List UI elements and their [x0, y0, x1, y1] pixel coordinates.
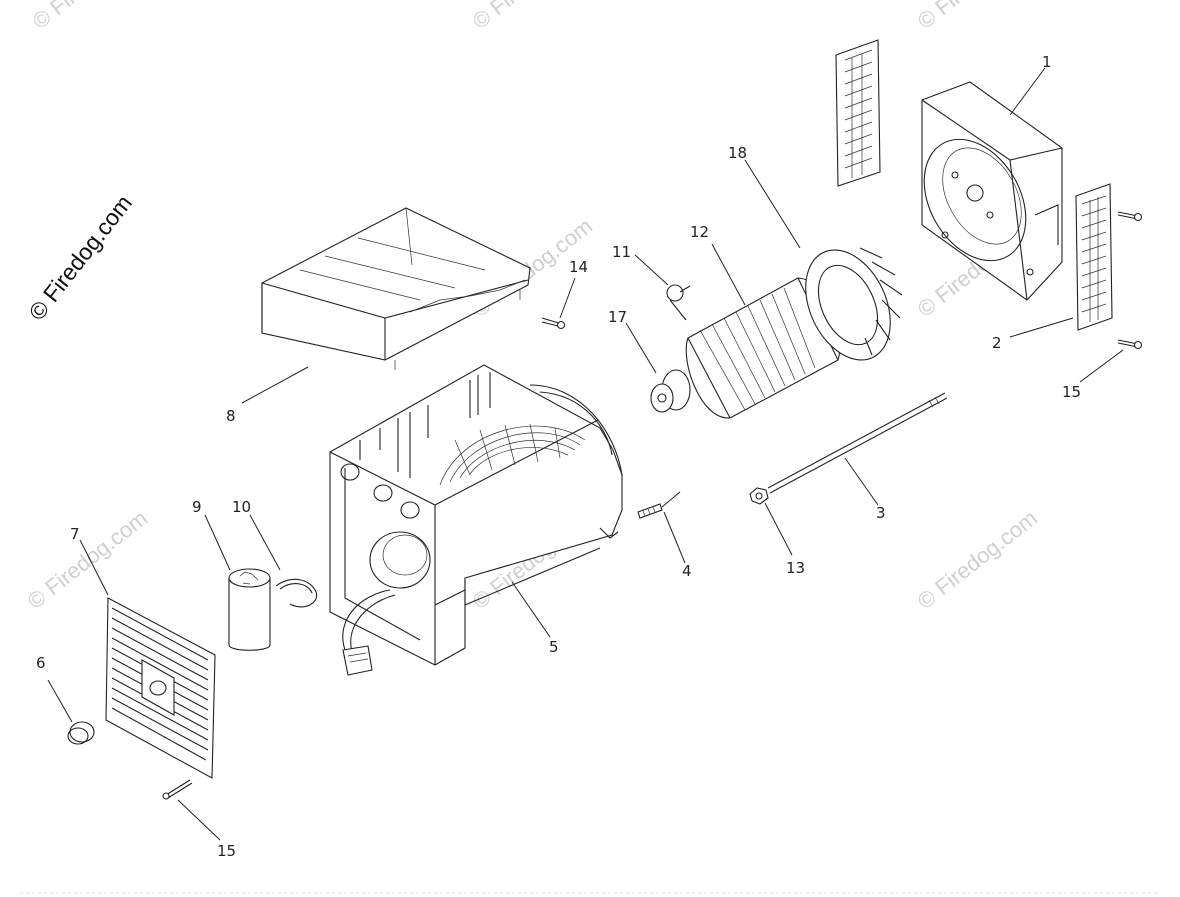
- callout-15-upper: 15: [1062, 383, 1081, 401]
- part-15-screw-lower: [162, 779, 193, 800]
- part-2-cover-plate: [1075, 183, 1113, 331]
- callout-18: 18: [728, 144, 747, 162]
- callout-leaders: [47, 67, 1124, 841]
- watermark-faint: © Firedog.com: [28, 0, 157, 34]
- callout-5: 5: [549, 638, 559, 656]
- callout-17: 17: [608, 308, 627, 326]
- callout-14: 14: [569, 258, 588, 276]
- watermark-faint: © Firedog.com: [913, 505, 1042, 614]
- callout-7: 7: [70, 525, 80, 543]
- watermark-faint: © Firedog.com: [913, 0, 1042, 34]
- part-15-screw-upper: [1117, 211, 1143, 350]
- callout-4: 4: [682, 562, 692, 580]
- callout-13: 13: [786, 559, 805, 577]
- part-18-fan: [805, 247, 903, 361]
- callout-2: 2: [992, 334, 1002, 352]
- cover-plate-upper: [835, 39, 881, 187]
- callout-15-lower: 15: [217, 842, 236, 860]
- callout-11: 11: [612, 243, 631, 261]
- part-5-generator-housing: [329, 364, 623, 676]
- callout-9: 9: [192, 498, 202, 516]
- part-9-capacitor: [228, 568, 271, 651]
- part-14-screw: [541, 317, 566, 330]
- part-6-plug: [67, 721, 95, 745]
- part-13-nut: [749, 487, 769, 505]
- part-3-through-bolt: [767, 392, 948, 494]
- callout-6: 6: [36, 654, 46, 672]
- callout-8: 8: [226, 407, 236, 425]
- callout-10: 10: [232, 498, 251, 516]
- part-10-clip: [275, 578, 318, 608]
- brand-watermark: © Firedog.com: [23, 190, 137, 325]
- part-7-end-grille: [105, 597, 216, 779]
- part-11-terminal: [666, 284, 691, 321]
- watermark-faint: © Firedog.com: [468, 0, 597, 34]
- callout-numbers: 1 2 3 4 5 6 7 8 9 10 11 12 13 14 15 15 1…: [36, 53, 1081, 860]
- part-1-end-bracket: [921, 81, 1063, 301]
- part-4-stud: [637, 491, 681, 519]
- watermark-faint: © Firedog.com: [23, 505, 152, 614]
- part-8-top-cover: [261, 207, 531, 370]
- callout-12: 12: [690, 223, 709, 241]
- callout-1: 1: [1042, 53, 1052, 71]
- callout-3: 3: [876, 504, 886, 522]
